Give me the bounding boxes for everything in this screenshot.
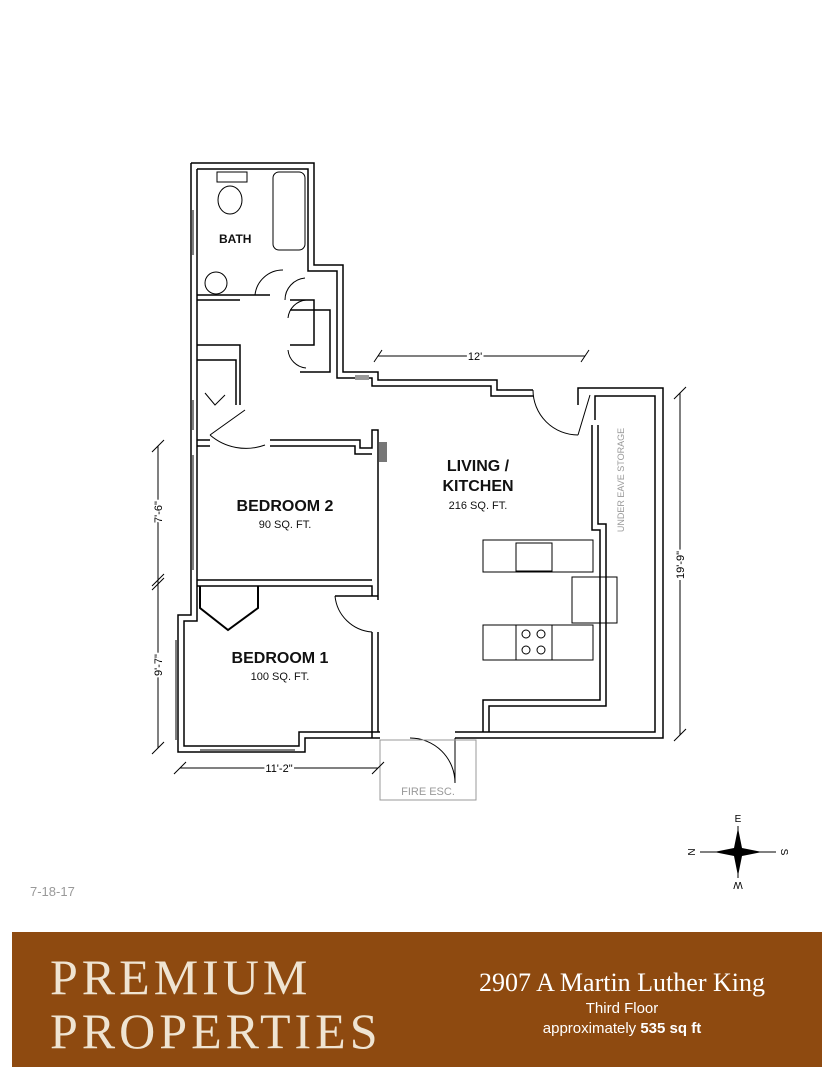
bedroom1-area: 100 SQ. FT.	[250, 671, 310, 683]
dim-bedroom1-width: 11'-2"	[265, 763, 292, 775]
brand-banner: PREMIUM PROPERTIES 2907 A Martin Luther …	[12, 932, 822, 1067]
kitchen-fixtures	[199, 539, 618, 661]
living-label-line1: LIVING /	[446, 458, 510, 475]
property-size: approximately 535 sq ft	[452, 1020, 792, 1037]
size-value: 535 sq ft	[640, 1020, 702, 1037]
toilet-icon	[217, 185, 243, 215]
property-address: 2907 A Martin Luther King	[479, 968, 765, 997]
bath-fixtures	[204, 171, 306, 295]
bathtub-icon	[272, 171, 306, 251]
dim-bedroom2-depth: 7'-6"	[153, 501, 165, 523]
compass-s: S	[778, 849, 789, 856]
compass-n: N	[685, 848, 696, 855]
interior-walls	[197, 294, 387, 738]
bedroom2-label: BEDROOM 2	[236, 498, 334, 515]
compass-e: E	[735, 814, 742, 825]
living-label-line2: KITCHEN	[442, 478, 514, 495]
floor-plan-drawing: 12' 19'-9" 7'-6" 9'-7" 11'-2" UNDER EAVE…	[151, 162, 789, 890]
outer-walls	[177, 162, 664, 753]
kitchen-sink-icon	[515, 542, 553, 572]
size-prefix: approximately	[542, 1020, 637, 1037]
storage-label: UNDER EAVE STORAGE	[616, 428, 626, 532]
plan-date: 7-18-17	[30, 884, 75, 899]
bedroom1-label: BEDROOM 1	[231, 650, 329, 667]
door-swings	[204, 269, 591, 784]
refrigerator-icon	[571, 576, 618, 624]
bedroom2-area: 90 SQ. FT.	[258, 519, 312, 531]
fire-escape-area	[379, 739, 477, 801]
property-floor: Third Floor	[585, 1000, 659, 1017]
logo-line1: PREMIUM	[50, 949, 312, 1005]
dim-living-depth: 19'-9"	[675, 551, 687, 579]
logo-line2: PROPERTIES	[50, 1003, 382, 1059]
dimension-lines	[151, 349, 687, 775]
compass-rose-icon: E N S W	[685, 814, 789, 890]
dim-living-width: 12'	[468, 351, 482, 363]
stove-icon	[515, 624, 553, 661]
fire-escape-label: FIRE ESC.	[401, 786, 455, 798]
compass-w: W	[733, 879, 743, 890]
windows	[175, 210, 295, 751]
living-area: 216 SQ. FT.	[448, 500, 508, 512]
sink-icon	[204, 271, 228, 295]
dim-bedroom1-depth: 9'-7"	[153, 654, 165, 676]
bath-label: BATH	[219, 232, 252, 246]
